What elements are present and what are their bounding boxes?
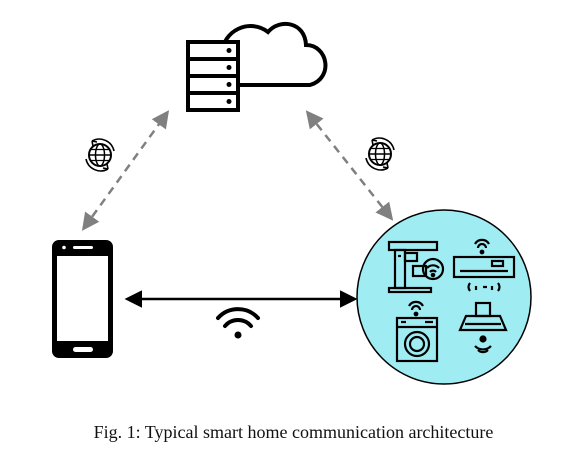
range-hood-icon bbox=[458, 301, 508, 354]
architecture-diagram bbox=[52, 22, 532, 385]
wifi-icon bbox=[216, 307, 260, 339]
smartphone-icon bbox=[52, 240, 113, 358]
internet-link-phone-cloud bbox=[81, 110, 170, 231]
server-cloud-icon bbox=[186, 22, 328, 112]
washing-machine-icon bbox=[395, 300, 439, 363]
smart-home-devices-icon bbox=[356, 209, 532, 385]
air-conditioner-icon bbox=[452, 238, 516, 292]
globe-sync-icon bbox=[365, 137, 395, 171]
globe-sync-icon bbox=[85, 138, 115, 172]
figure-caption: Fig. 1: Typical smart home communication… bbox=[93, 422, 494, 442]
coffee-machine-icon bbox=[387, 240, 445, 294]
